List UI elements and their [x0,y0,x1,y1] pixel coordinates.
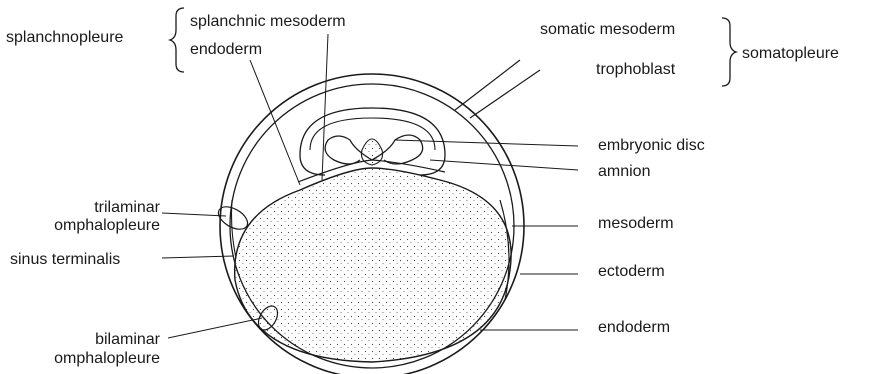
leader-trilaminar [162,213,226,216]
label-amnion: amnion [598,162,650,181]
label-embryonic-disc: embryonic disc [598,136,705,155]
label-somatopleure: somatopleure [742,44,839,63]
embryonic-disc [361,139,382,165]
label-somatic-mesoderm: somatic mesoderm [540,20,675,39]
somatopleure-brace [722,18,736,86]
label-trophoblast: trophoblast [596,60,675,79]
label-bilaminar-1: bilaminar [24,330,160,349]
label-sinus-terminalis: sinus terminalis [10,250,120,269]
label-endoderm-bottom: endoderm [598,318,670,337]
leader-splanchnic [322,34,328,180]
label-ectoderm: ectoderm [598,262,665,281]
leader-amnion [430,160,578,170]
leader-endoderm-top [250,60,300,185]
splanchnopleure-brace [170,8,184,72]
leader-bilaminar [168,318,262,338]
label-mesoderm: mesoderm [598,214,674,233]
label-splanchnic-mesoderm: splanchnic mesoderm [190,12,346,31]
label-bilaminar-2: omphalopleure [24,349,160,368]
label-trilaminar-1: trilaminar [24,198,160,217]
label-endoderm-top: endoderm [190,40,262,59]
label-splanchnopleure: splanchnopleure [6,28,123,47]
yolk-sac [235,168,511,362]
label-trilaminar-2: omphalopleure [24,216,160,235]
